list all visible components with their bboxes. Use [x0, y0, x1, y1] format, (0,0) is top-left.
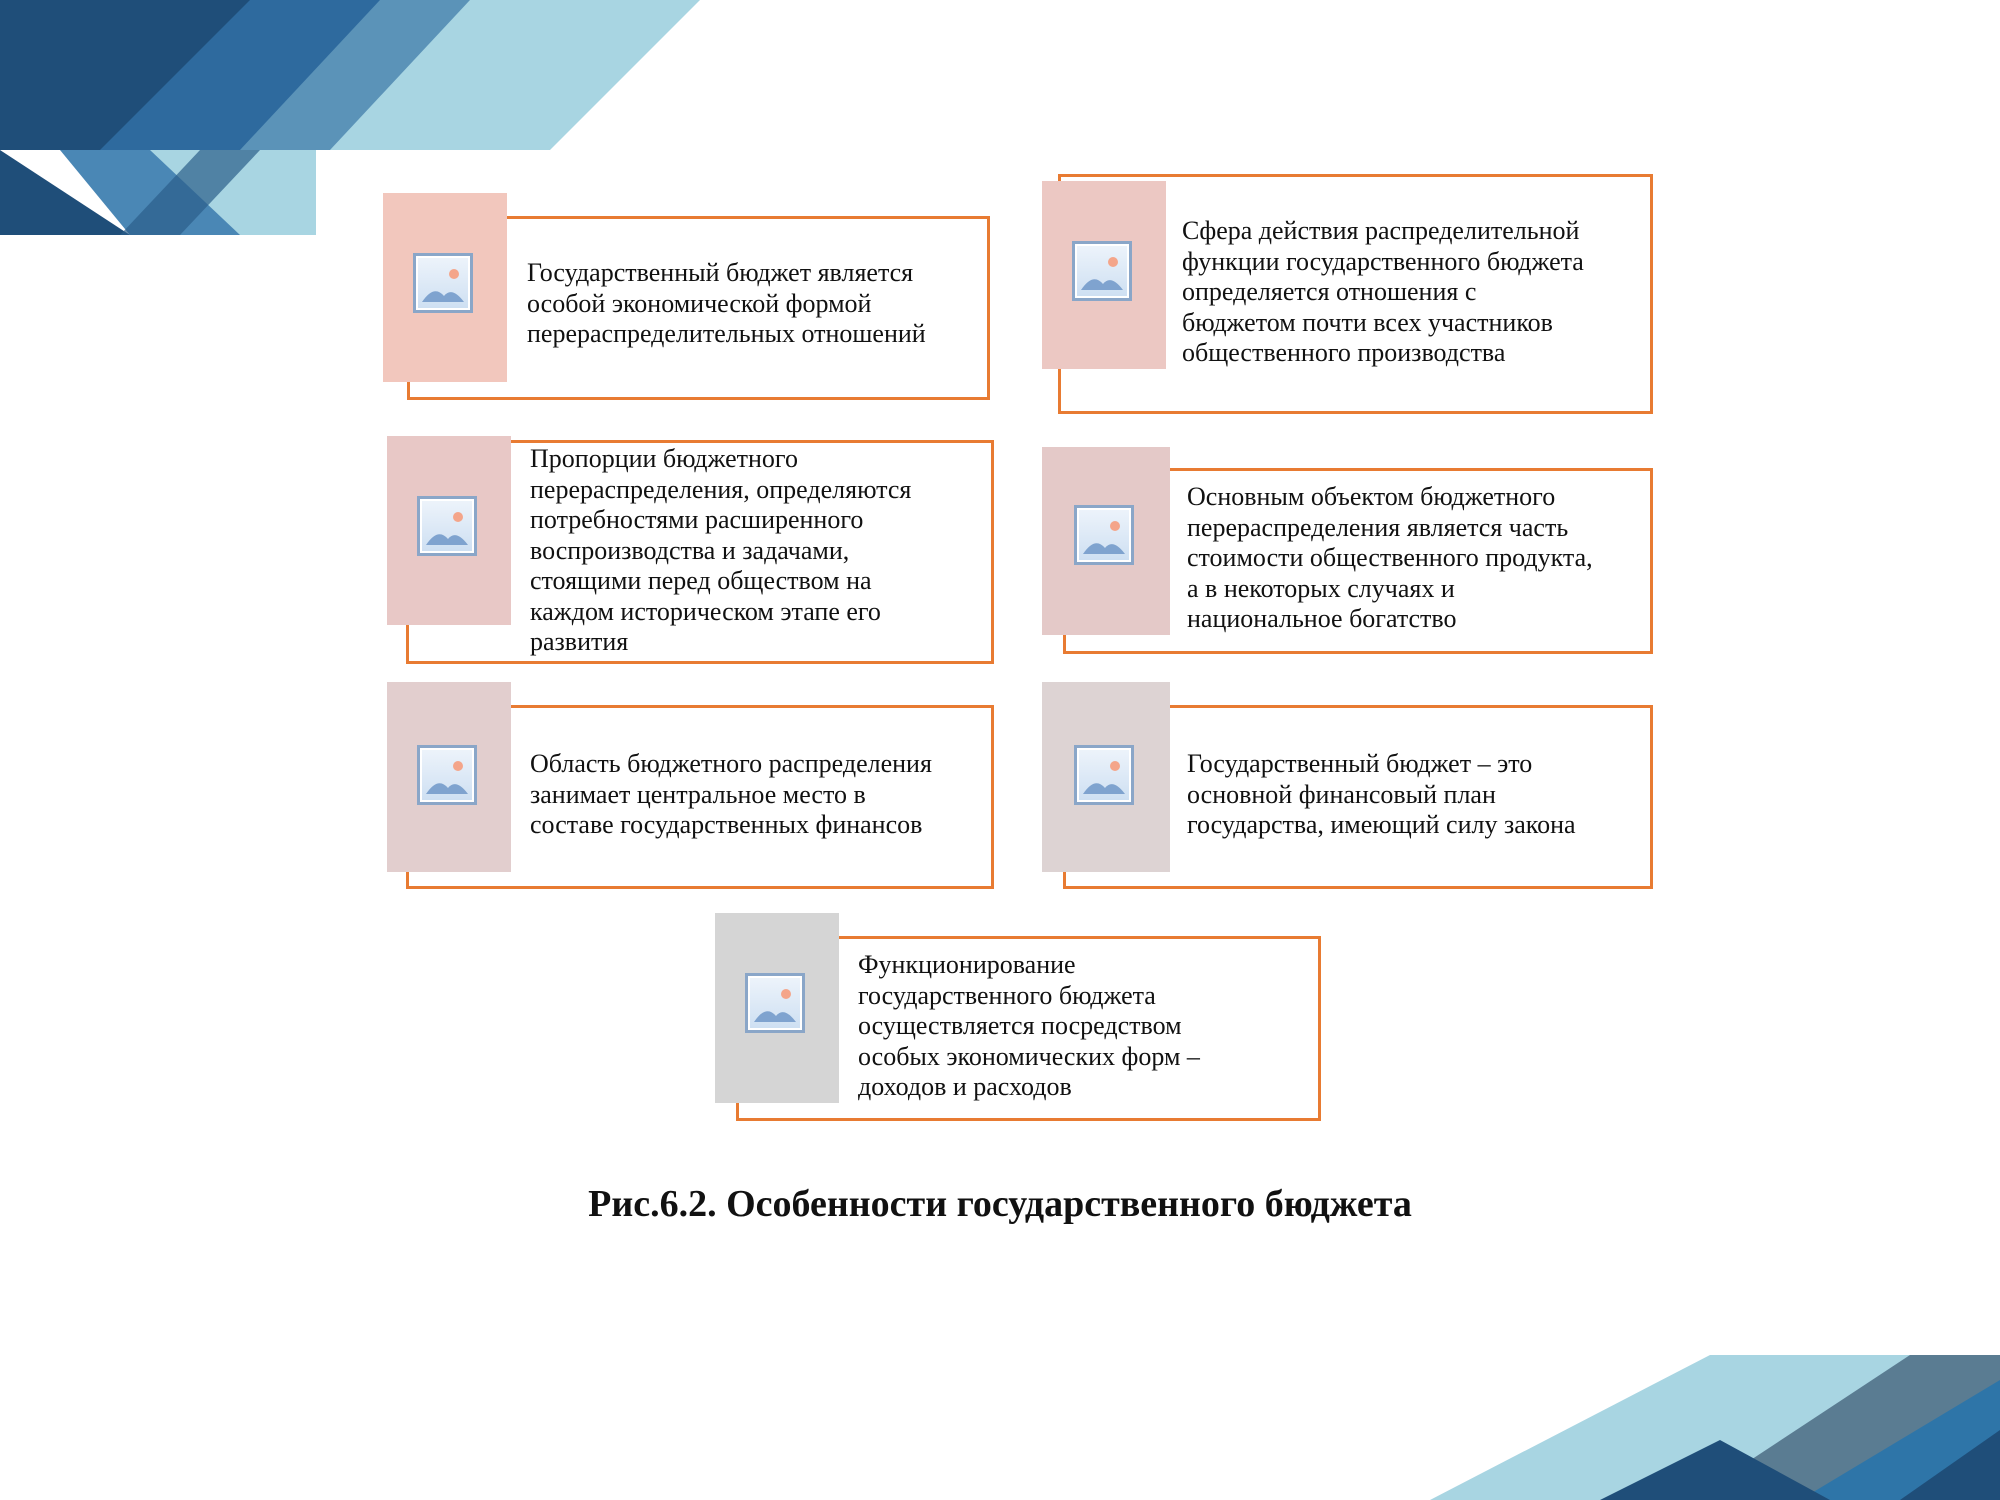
figure-caption: Рис.6.2. Особенности государственного бю…	[588, 1183, 1412, 1225]
card-text: Функционирование государственного бюджет…	[858, 950, 1200, 1101]
card-text: Пропорции бюджетного перераспределения, …	[530, 444, 912, 656]
image-placeholder-icon	[1074, 505, 1134, 565]
card-text: Сфера действия распределительной функции…	[1182, 216, 1584, 367]
card-thumbnail	[383, 193, 507, 382]
card-thumbnail	[1042, 181, 1166, 369]
card-thumbnail	[1042, 447, 1170, 635]
card-thumbnail	[387, 436, 511, 625]
image-placeholder-icon	[1072, 241, 1132, 301]
image-placeholder-icon	[417, 745, 477, 805]
card-text: Область бюджетного распределения занимае…	[530, 749, 932, 839]
top-left-triangles	[0, 0, 700, 235]
image-placeholder-icon	[417, 496, 477, 556]
card-thumbnail	[1042, 682, 1170, 872]
card-thumbnail	[715, 913, 839, 1103]
bottom-right-triangles	[1430, 1355, 2000, 1500]
image-placeholder-icon	[745, 973, 805, 1033]
card-thumbnail	[387, 682, 511, 872]
card-text: Государственный бюджет является особой э…	[527, 258, 926, 348]
image-placeholder-icon	[413, 253, 473, 313]
card-text: Основным объектом бюджетного перераспред…	[1187, 482, 1593, 633]
card-text: Государственный бюджет – это основной фи…	[1187, 749, 1576, 839]
image-placeholder-icon	[1074, 745, 1134, 805]
